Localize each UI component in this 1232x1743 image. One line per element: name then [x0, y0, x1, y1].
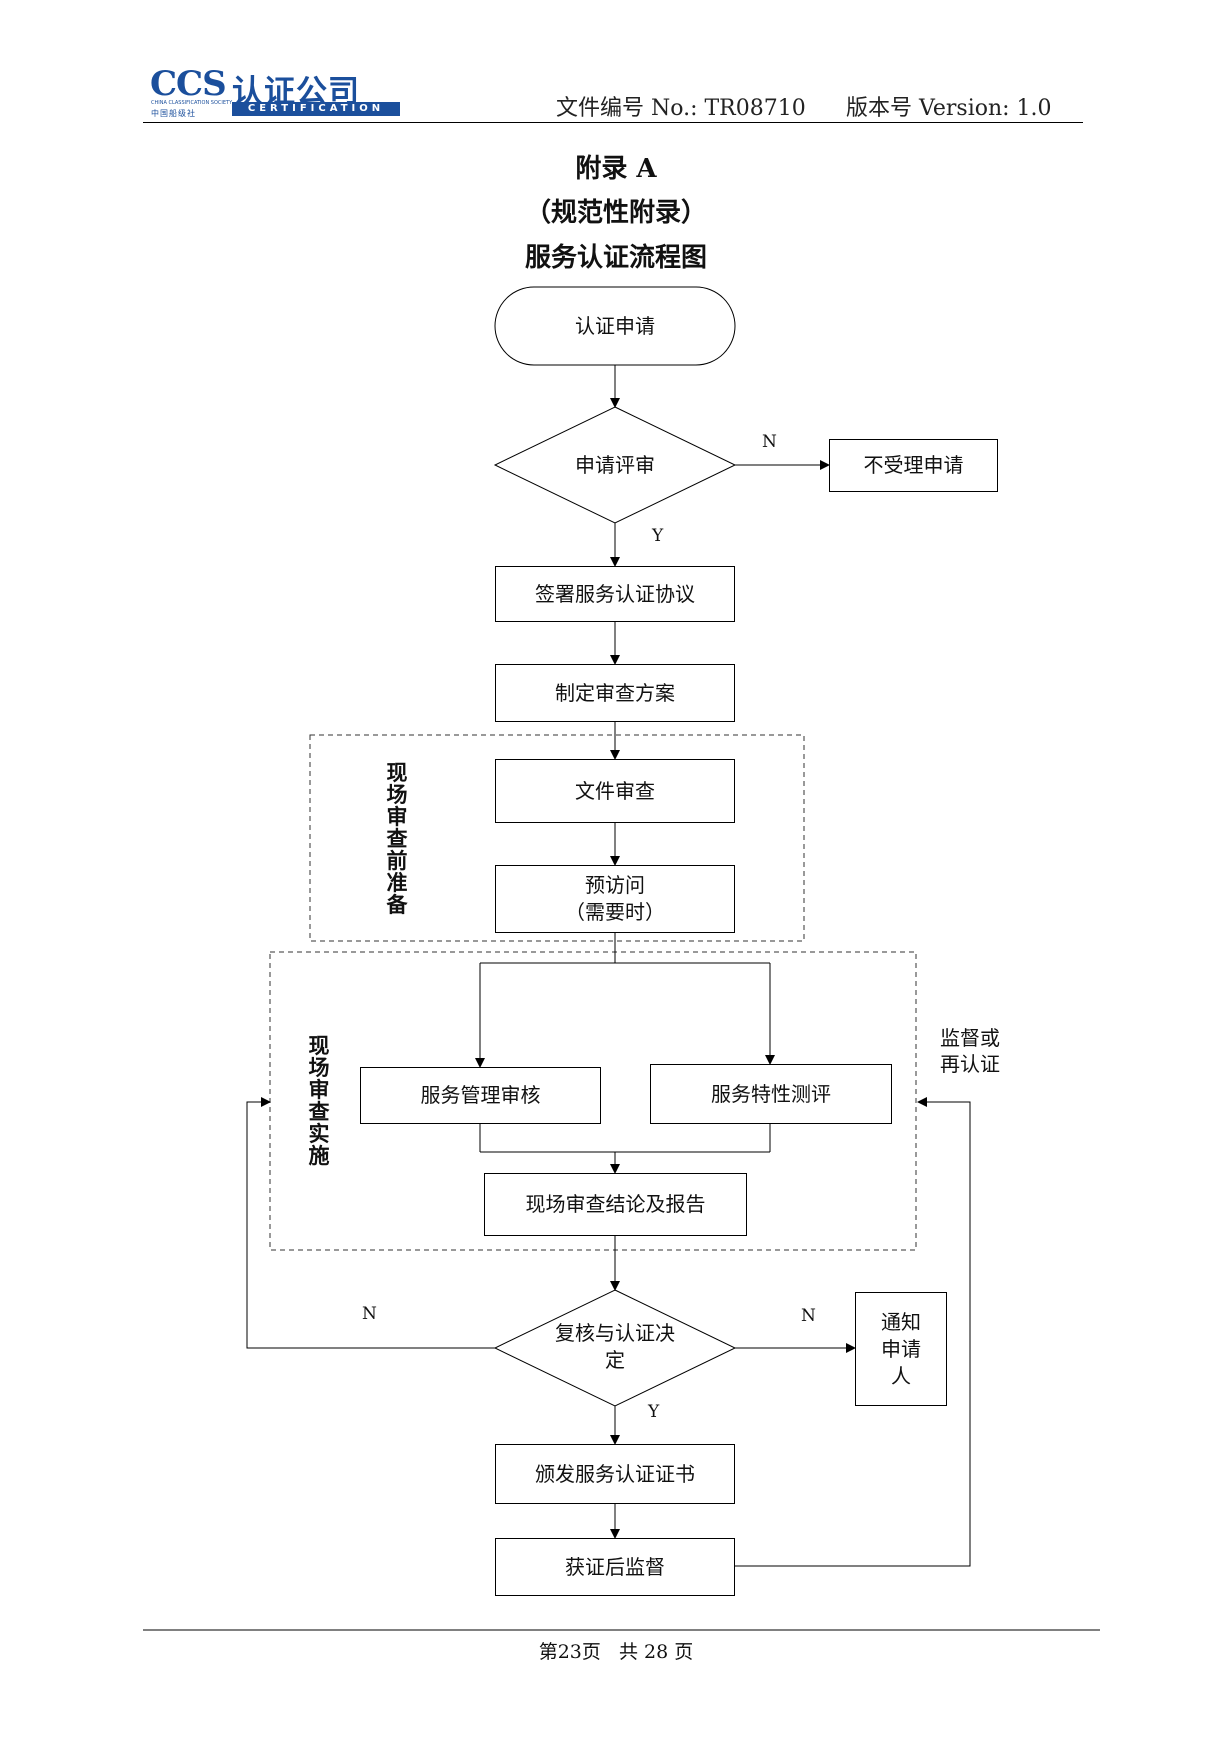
- label-n-left: N: [362, 1304, 377, 1324]
- side-label-line1: 监督或: [940, 1026, 1000, 1050]
- normative-subtitle: （规范性附录）: [524, 198, 707, 228]
- label-y-decision: Y: [648, 1402, 660, 1422]
- decision-line1: 复核与认证决: [555, 1321, 675, 1345]
- group-pre-audit-frame: [309, 734, 805, 942]
- pre-visit-line1: 预访问: [585, 873, 645, 897]
- surveillance-recert-label: 监督或 再认证: [940, 1025, 1000, 1077]
- notify-line1: 通知: [881, 1309, 921, 1334]
- node-post-certification-surveillance: 获证后监督: [495, 1538, 735, 1596]
- doc-number: 文件编号 No.: TR08710: [556, 96, 806, 121]
- group-pre-audit-label: 现场审查前准备: [386, 761, 408, 917]
- logo-sub-en: CHINA CLASSIFICATION SOCIETY: [151, 100, 233, 106]
- doc-version: 版本号 Version: 1.0: [846, 96, 1052, 121]
- appendix-title: 附录 A: [575, 154, 657, 184]
- node-characteristic-eval: 服务特性测评: [650, 1064, 892, 1124]
- notify-line3: 人: [891, 1363, 911, 1388]
- decision-line2: 定: [605, 1348, 625, 1372]
- side-label-line2: 再认证: [940, 1052, 1000, 1076]
- node-reject: 不受理申请: [829, 439, 998, 492]
- notify-line2: 申请: [881, 1336, 921, 1361]
- node-notify-applicant: 通知 申请 人: [855, 1292, 947, 1406]
- node-audit-plan: 制定审查方案: [495, 664, 735, 722]
- pre-visit-line2: （需要时）: [565, 900, 665, 924]
- node-management-audit: 服务管理审核: [360, 1067, 601, 1124]
- node-pre-visit: 预访问 （需要时）: [495, 865, 735, 933]
- node-onsite-report: 现场审查结论及报告: [484, 1173, 747, 1236]
- logo-ccs: CCS: [150, 64, 227, 104]
- logo-sub-cn: 中国船级社: [151, 109, 196, 118]
- page-number: 第23页 共 28 页: [538, 1641, 694, 1663]
- label-y-review: Y: [652, 526, 664, 546]
- node-document-review: 文件审查: [495, 759, 735, 823]
- node-apply: 认证申请: [575, 313, 655, 338]
- header-rule: [143, 122, 1083, 123]
- node-issue-certificate: 颁发服务认证证书: [495, 1444, 735, 1504]
- node-final-decision: 复核与认证决 定: [525, 1320, 705, 1374]
- label-n-right: N: [801, 1306, 816, 1326]
- logo-certification-bar: CERTIFICATION: [232, 102, 400, 116]
- group-onsite-label: 现场审查实施: [308, 1034, 330, 1168]
- node-review: 申请评审: [575, 452, 655, 477]
- node-sign-agreement: 签署服务认证协议: [495, 566, 735, 622]
- flowchart-title: 服务认证流程图: [524, 243, 707, 273]
- label-n-review: N: [762, 432, 777, 452]
